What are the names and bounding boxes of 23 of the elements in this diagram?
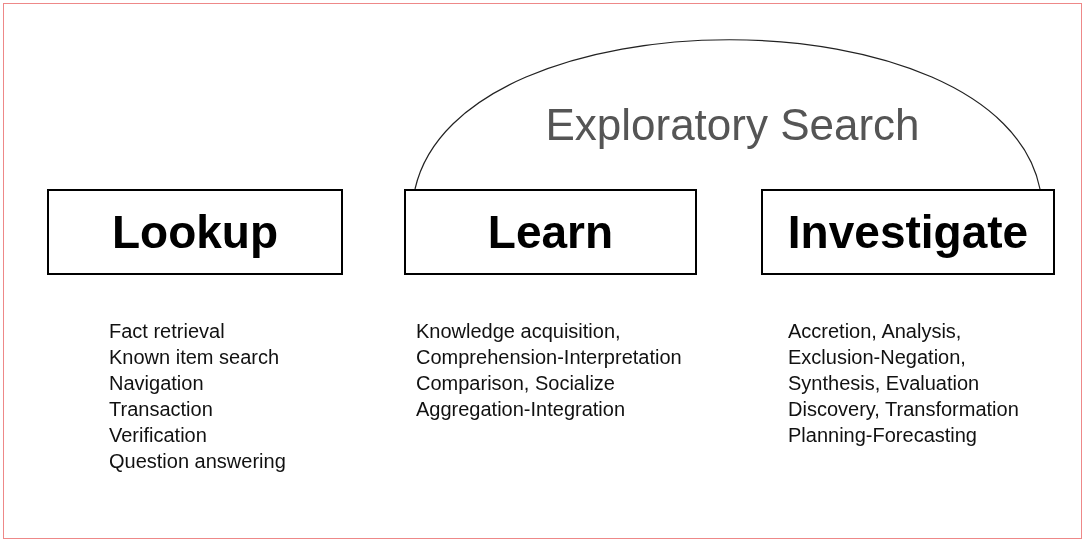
task-item: Aggregation-Integration <box>416 397 627 422</box>
task-item: Fact retrieval <box>109 319 226 344</box>
task-item: Discovery, Transformation <box>788 397 1019 422</box>
task-item: Navigation <box>109 371 205 396</box>
task-item: Planning-Forecasting <box>788 423 978 448</box>
task-item: Question answering <box>109 449 286 474</box>
task-item: Comparison, Socialize <box>416 371 616 396</box>
task-item: Comprehension-Interpretation <box>416 345 682 370</box>
task-item: Knowledge acquisition, <box>416 319 622 344</box>
category-box <box>404 189 697 275</box>
category-title: Learn <box>487 205 614 259</box>
category-box <box>47 189 343 275</box>
task-item: Known item search <box>109 345 281 370</box>
arc-connector <box>414 39 1041 190</box>
category-box <box>761 189 1055 275</box>
task-item: Accretion, Analysis, <box>788 319 963 344</box>
edge-label: Exploratory Search <box>545 100 920 150</box>
task-item: Verification <box>109 423 208 448</box>
category-title: Lookup <box>111 205 279 259</box>
task-item: Exclusion-Negation, <box>788 345 967 370</box>
category-title: Investigate <box>787 205 1029 259</box>
task-item: Transaction <box>109 397 214 422</box>
task-item: Synthesis, Evaluation <box>788 371 981 396</box>
